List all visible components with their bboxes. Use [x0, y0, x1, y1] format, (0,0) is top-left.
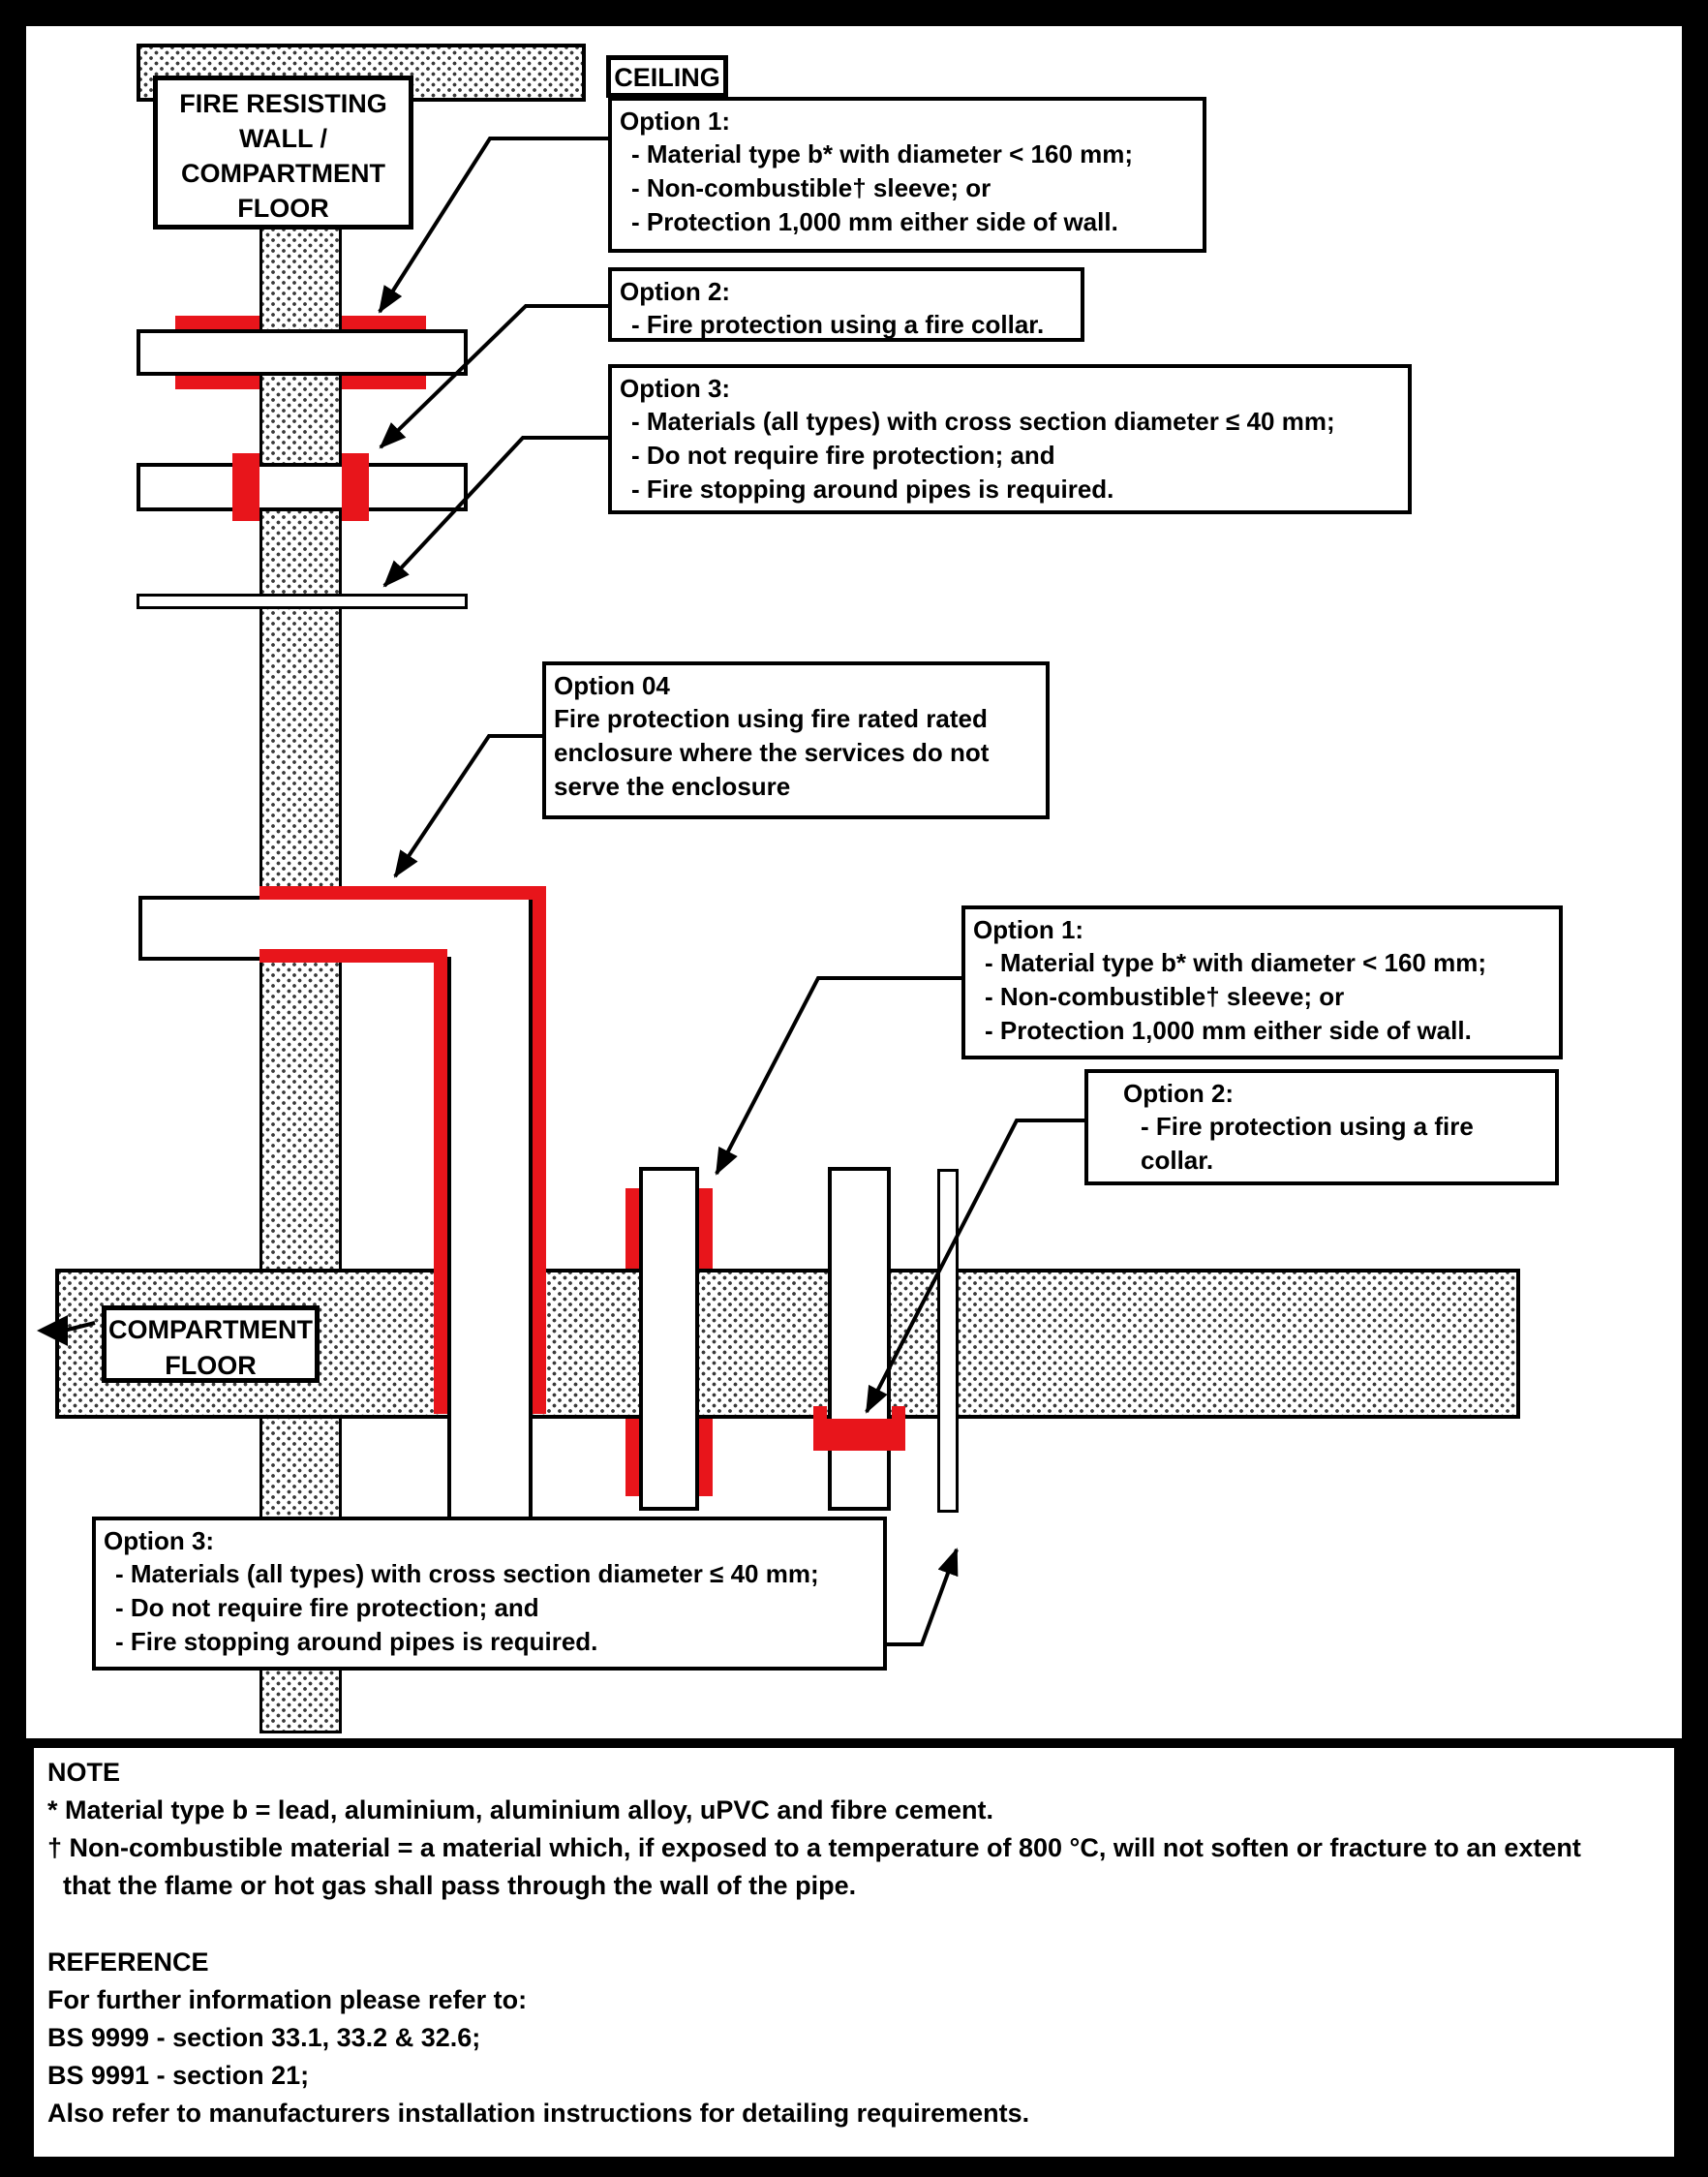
note-heading: NOTE	[47, 1758, 121, 1787]
fire-protection-strip-bottom-right	[342, 376, 426, 389]
reference-line1: For further information please refer to:	[47, 1985, 528, 2014]
reference-line4: Also refer to manufacturers installation…	[47, 2099, 1030, 2128]
enclosure-pipe-elbow	[447, 896, 533, 961]
option2-right-body: - Fire protection using a fire collar.	[1141, 1112, 1474, 1175]
pipe-row1	[137, 329, 468, 376]
note-line1: * Material type b = lead, aluminium, alu…	[47, 1795, 993, 1824]
sleeve-below-left	[625, 1419, 639, 1496]
option2-top-body: - Fire protection using a fire collar.	[631, 310, 1045, 339]
pipe-row3-small	[137, 594, 468, 609]
fire-collar-under-floor	[813, 1419, 905, 1451]
compartment-floor-label: COMPARTMENT FLOOR	[102, 1305, 320, 1383]
option1-top-box: Option 1: - Material type b* with diamet…	[608, 97, 1206, 253]
option4-box: Option 04 Fire protection using fire rat…	[542, 661, 1050, 819]
option1-top-body: - Material type b* with diameter < 160 m…	[631, 139, 1133, 236]
note-panel: NOTE * Material type b = lead, aluminium…	[29, 1743, 1679, 2162]
option2-right-title: Option 2:	[1123, 1079, 1235, 1108]
option3-top-title: Option 3:	[620, 374, 731, 403]
note-line2: † Non-combustible material = a material …	[47, 1833, 1581, 1862]
option1-right-title: Option 1:	[973, 915, 1084, 944]
option3-bottom-box: Option 3: - Materials (all types) with c…	[92, 1517, 887, 1671]
reference-line3: BS 9991 - section 21;	[47, 2061, 310, 2090]
reference-heading: REFERENCE	[47, 1947, 209, 1977]
option3-top-box: Option 3: - Materials (all types) with c…	[608, 364, 1412, 514]
enclosure-red-inner-vertical	[434, 949, 447, 1414]
ceiling-label: CEILING	[606, 55, 728, 98]
pipe-row2	[137, 463, 468, 511]
option1-right-body: - Material type b* with diameter < 160 m…	[985, 948, 1486, 1045]
option4-body: Fire protection using fire rated rated e…	[554, 704, 990, 801]
sleeve-above-left	[625, 1188, 639, 1269]
fire-protection-strip-top-right	[342, 316, 426, 329]
option2-top-box: Option 2: - Fire protection using a fire…	[608, 267, 1084, 342]
floor-pipe-option1	[639, 1167, 699, 1511]
floor-pipe-option3-small	[937, 1169, 959, 1513]
floor-pipe-option2	[828, 1167, 891, 1511]
note-spacer	[47, 1905, 1661, 1944]
option3-bottom-body: - Materials (all types) with cross secti…	[115, 1559, 819, 1656]
fire-collar-ear-left	[813, 1406, 827, 1420]
enclosure-red-right-vertical	[533, 886, 546, 1414]
option1-right-box: Option 1: - Material type b* with diamet…	[961, 905, 1563, 1059]
option4-title: Option 04	[554, 671, 670, 700]
ceiling-label-text: CEILING	[614, 63, 720, 92]
option2-right-box: Option 2: - Fire protection using a fire…	[1084, 1069, 1559, 1185]
sleeve-above-right	[699, 1188, 713, 1269]
fire-collar-ear-right	[892, 1406, 905, 1420]
fire-protection-strip-bottom-left	[175, 376, 259, 389]
enclosure-pipe-vertical	[447, 957, 533, 1525]
fire-resisting-wall-label: FIRE RESISTING WALL / COMPARTMENT FLOOR	[153, 76, 413, 230]
fire-collar-right	[342, 453, 369, 521]
sleeve-below-right	[699, 1419, 713, 1496]
option3-top-body: - Materials (all types) with cross secti…	[631, 407, 1335, 504]
fire-collar-left	[232, 453, 259, 521]
option2-top-title: Option 2:	[620, 277, 731, 306]
option1-top-title: Option 1:	[620, 107, 731, 136]
option3-bottom-title: Option 3:	[104, 1526, 215, 1555]
note-line3: that the flame or hot gas shall pass thr…	[63, 1871, 857, 1900]
reference-line2: BS 9999 - section 33.1, 33.2 & 32.6;	[47, 2023, 481, 2052]
compartment-floor-slab	[55, 1269, 1520, 1419]
fire-protection-strip-top-left	[175, 316, 259, 329]
enclosure-red-inner-horizontal	[259, 949, 447, 963]
enclosure-red-top	[259, 886, 546, 900]
